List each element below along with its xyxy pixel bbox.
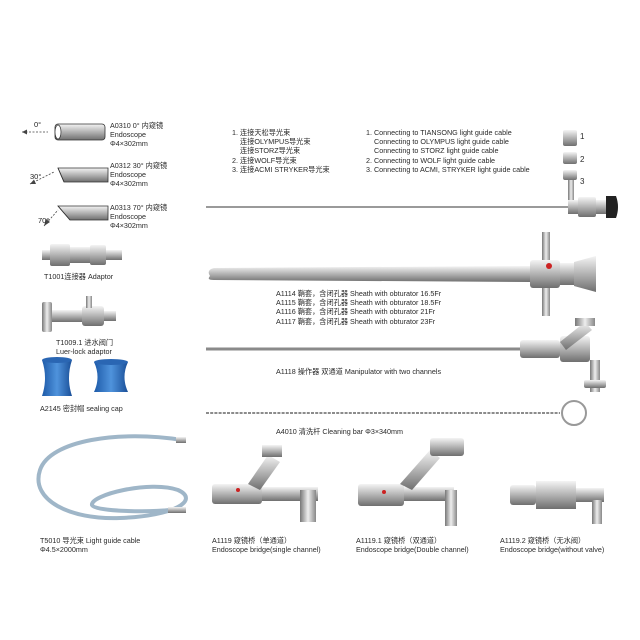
bridge-single-image xyxy=(212,445,318,522)
bridge-without-valve-image xyxy=(510,481,604,524)
bridge-double-image xyxy=(358,438,464,526)
adaptor-label: T1001连接器 Adaptor xyxy=(44,272,114,281)
endoscope-0-angle: 0° xyxy=(34,120,42,129)
cleaning-bar-label: A4010 清洗杆 Cleaning bar Φ3×340mm xyxy=(276,427,403,436)
sealing-cap-image xyxy=(42,357,128,396)
cleaning-bar-image xyxy=(206,400,587,426)
bridge-without-valve-label: A1119.2 窥镜桥（无水阀）Endoscope bridge(without… xyxy=(500,536,605,555)
adaptor-image xyxy=(42,244,122,266)
adapter-number-3: 3 xyxy=(580,177,585,186)
manipulator-label: A1118 操作器 双通道 Manipulator with two chann… xyxy=(276,367,442,376)
manipulator-image xyxy=(206,318,606,392)
sheath-list: A1114 鞘套，含闭孔器 Sheath with obturator 16.5… xyxy=(276,289,442,326)
luer-lock-adaptor-image xyxy=(42,296,116,332)
endoscope-30-tip-icon xyxy=(29,167,109,185)
light-guide-cable-image xyxy=(36,434,188,521)
connections-cn: 1. 连接天松导光束 连接OLYMPUS导光束 连接STORZ导光束 2. 连接… xyxy=(232,128,330,174)
adapter-number-2: 2 xyxy=(580,155,585,164)
endoscope-30-angle: 30° xyxy=(30,172,42,181)
bridge-single-label: A1119 窥镜桥（单通道）Endoscope bridge(single ch… xyxy=(212,536,321,555)
endoscope-70-angle: 70° xyxy=(38,216,50,225)
connections-en: 1. Connecting to TIANSONG light guide ca… xyxy=(366,128,530,174)
endoscope-0-tip-icon xyxy=(22,123,106,141)
endoscope-image xyxy=(206,130,618,218)
sealing-cap-label: A2145 密封帽 sealing cap xyxy=(40,404,123,413)
bridge-double-label: A1119.1 窥镜桥（双通道）Endoscope bridge(Double … xyxy=(356,536,469,555)
endoscope-70-tip-icon xyxy=(43,205,109,227)
sheath-image xyxy=(208,232,596,316)
adapter-number-1: 1 xyxy=(580,132,585,141)
